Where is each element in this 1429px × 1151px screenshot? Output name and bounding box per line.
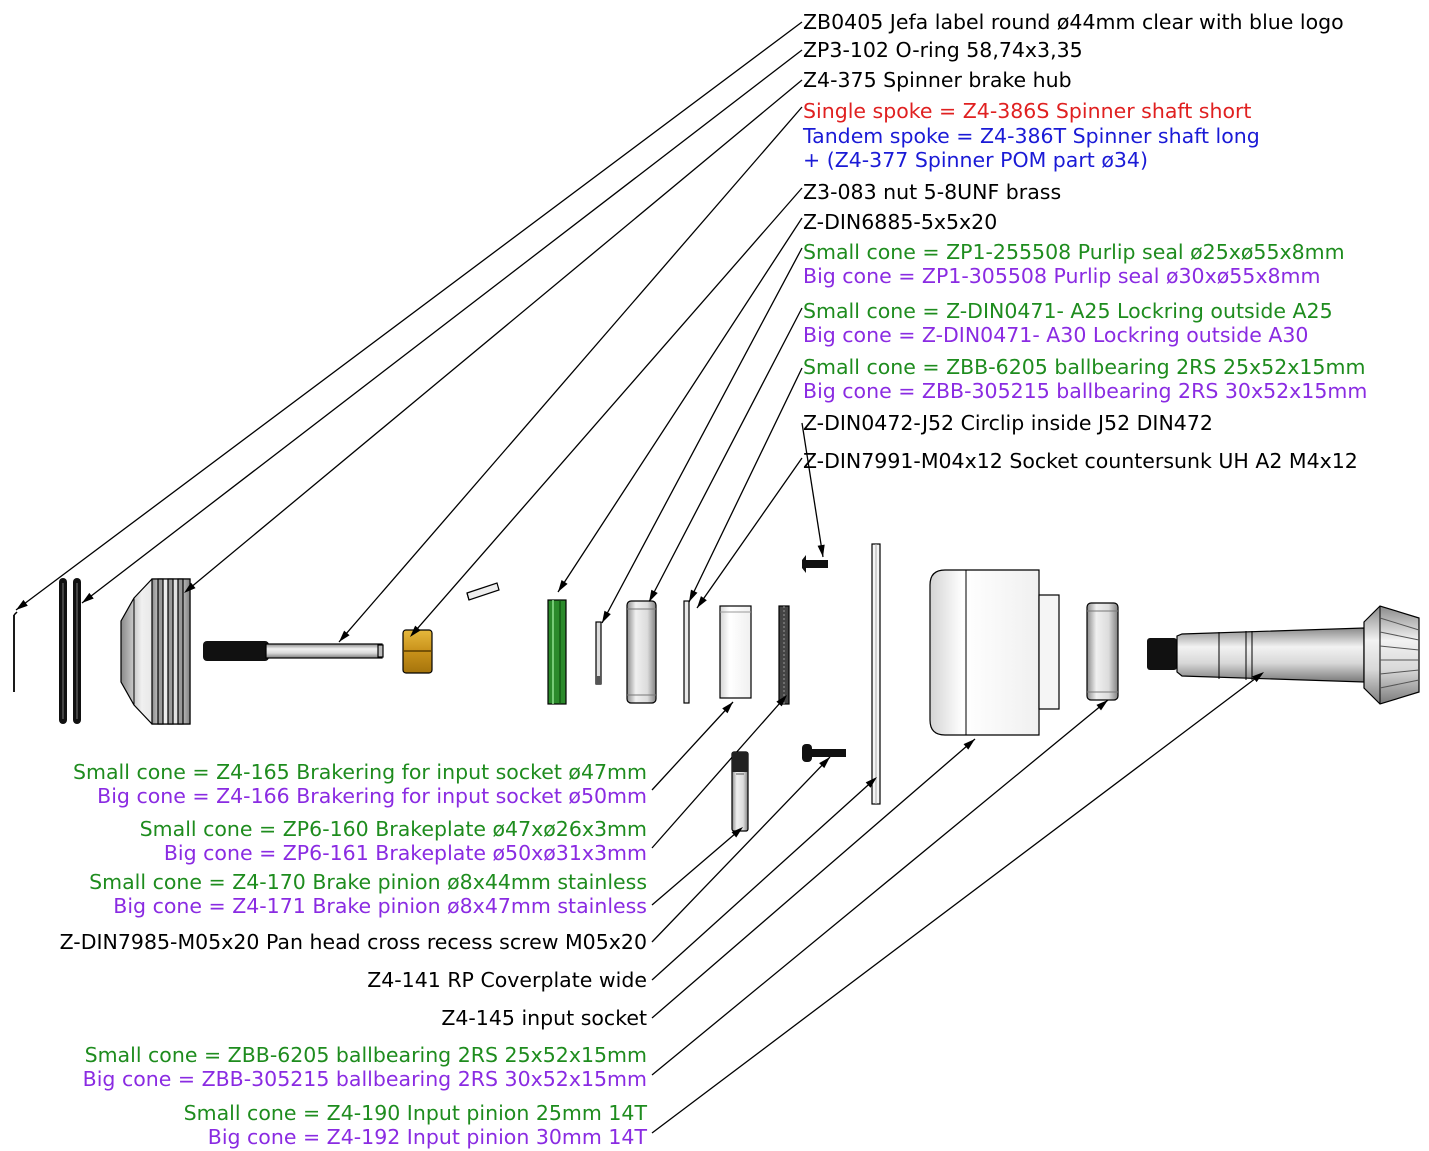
leader-arrowhead-7 [602,610,611,623]
leader-arrowhead-13 [776,695,787,707]
label-brake-pinion-big: Big cone = Z4-171 Brake pinion ø8x47mm s… [113,894,647,918]
label-lockring-big: Big cone = Z-DIN0471- A30 Lockring outsi… [803,323,1308,347]
label-zp3-102: ZP3-102 O-ring 58,74x3,35 [803,38,1083,62]
leader-arrowhead-1 [16,599,28,610]
leader-arrowhead-10 [817,544,825,557]
label-z4-375: Z4-375 Spinner brake hub [803,68,1072,92]
label-z3-083: Z3-083 nut 5-8UNF brass [803,180,1061,204]
label-brakeplate-small: Small cone = ZP6-160 Brakeplate ø47xø26x… [140,817,647,841]
leader-arrowhead-4 [339,630,350,642]
spinner-brake-hub-part [120,578,191,725]
leader-arrowhead-11 [697,596,707,608]
circlip-part [683,600,690,704]
leader-arrowhead-17 [963,739,975,750]
label-countersunk-screw: Z-DIN7991-M04x12 Socket countersunk UH A… [803,449,1358,473]
label-purlip-big: Big cone = ZP1-305508 Purlip seal ø30xø5… [803,264,1320,288]
leader-arrowhead-2 [82,592,94,603]
label-pan-head-screw: Z-DIN7985-M05x20 Pan head cross recess s… [60,930,647,954]
brass-nut-part [402,629,433,674]
label-z-din6885: Z-DIN6885-5x5x20 [803,210,997,234]
label-input-pinion-small: Small cone = Z4-190 Input pinion 25mm 14… [184,1101,648,1125]
leader-arrowhead-15 [819,757,830,769]
leader-arrowhead-6 [558,579,568,592]
label-single-spoke: Single spoke = Z4-386S Spinner shaft sho… [803,99,1251,123]
label-input-socket: Z4-145 input socket [441,1006,647,1030]
coverplate-part [871,543,881,805]
purlip-seal-part [547,599,567,705]
key-part [466,582,500,601]
label-circlip: Z-DIN0472-J52 Circlip inside J52 DIN472 [803,411,1213,435]
o-ring-part [59,578,81,724]
label-tandem-spoke: Tandem spoke = Z4-386T Spinner shaft lon… [802,124,1260,148]
input-pinion-part [1147,605,1420,705]
brake-pinion-part [731,751,749,832]
leader-arrowhead-18 [1096,700,1108,711]
label-bearing-small-bottom: Small cone = ZBB-6205 ballbearing 2RS 25… [85,1043,647,1067]
ballbearing-part-2 [1086,602,1119,701]
label-brakeplate-big: Big cone = ZP6-161 Brakeplate ø50xø31x3m… [164,841,647,865]
label-bearing-small-top: Small cone = ZBB-6205 ballbearing 2RS 25… [803,355,1365,379]
leader-arrowhead-19 [1252,672,1264,683]
ballbearing-part-1 [626,600,657,704]
label-brake-pinion-small: Small cone = Z4-170 Brake pinion ø8x44mm… [89,870,647,894]
label-z4-377: + (Z4-377 Spinner POM part ø34) [803,148,1148,172]
brakeplate-part [778,605,790,705]
countersunk-screw-part [802,555,828,573]
leader-lines [15,21,1265,1134]
leader-arrowhead-5 [410,625,421,637]
label-brakering-big: Big cone = Z4-166 Brakering for input so… [97,784,647,808]
leader-arrowhead-14 [731,827,743,838]
top-labels: ZB0405 Jefa label round ø44mm clear with… [802,10,1367,473]
leader-arrowhead-3 [184,582,196,593]
label-bearing-big-bottom: Big cone = ZBB-305215 ballbearing 2RS 30… [83,1067,647,1091]
leader-arrowhead-12 [722,702,733,714]
parts [13,543,1420,832]
label-brakering-small: Small cone = Z4-165 Brakering for input … [73,760,647,784]
input-socket-part [929,569,1060,736]
leader-arrowhead-9 [689,589,698,602]
lockring-part [595,621,602,685]
label-bearing-big-top: Big cone = ZBB-305215 ballbearing 2RS 30… [803,379,1367,403]
leader-arrowhead-8 [649,589,658,602]
label-disc-part [13,611,18,692]
pan-head-screw-part [802,744,846,762]
label-zb0405: ZB0405 Jefa label round ø44mm clear with… [803,10,1344,34]
label-input-pinion-big: Big cone = Z4-192 Input pinion 30mm 14T [208,1125,648,1149]
label-lockring-small: Small cone = Z-DIN0471- A25 Lockring out… [803,299,1333,323]
label-purlip-small: Small cone = ZP1-255508 Purlip seal ø25x… [803,240,1345,264]
label-coverplate: Z4-141 RP Coverplate wide [367,968,647,992]
brakering-part [719,605,752,699]
leader-arrowheads [16,544,1264,838]
spinner-shaft-part [203,641,384,661]
bottom-labels: Small cone = Z4-165 Brakering for input … [60,760,648,1149]
leader-arrowhead-16 [865,777,877,788]
